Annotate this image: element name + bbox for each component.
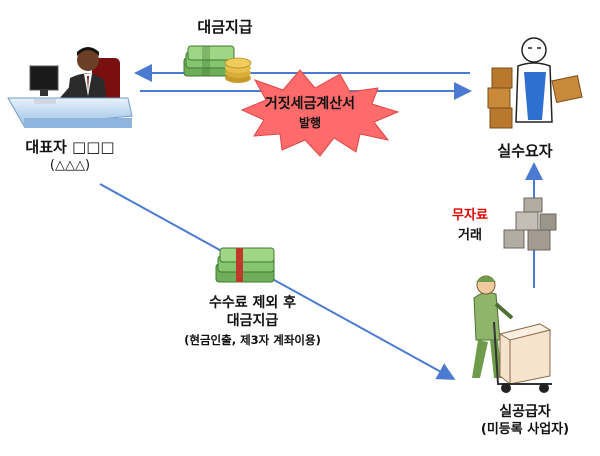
ceo-sub-label: (△△△) [49, 158, 91, 173]
no-material-label-1: 무자료 [452, 208, 488, 223]
box-pile-icon [503, 197, 557, 251]
payment-label-top: 대금지급 [197, 18, 253, 36]
fee-label-3: (현금인출, 제3자 계좌이용) [184, 333, 321, 347]
fee-label-1: 수수료 제외 후 [208, 295, 297, 311]
issued-label: 발행 [298, 116, 322, 130]
real-supplier-label: 실수요자 [497, 142, 553, 160]
worker-with-boxes-icon [487, 37, 583, 129]
money-stack-icon [215, 247, 275, 283]
businessman-at-desk-icon [7, 47, 133, 128]
money-stack-coins-icon [183, 45, 252, 83]
actual-supplier-label: 실공급자 [499, 404, 551, 420]
actual-supplier-sub-label: (미등록 사업자) [480, 422, 570, 437]
delivery-worker-cart-icon [472, 275, 552, 393]
arrow-ceo-to-actual-supplier [99, 183, 456, 380]
fee-label-2: 대금지급 [226, 313, 279, 329]
fake-invoice-label: 거짓세금계산서 [264, 96, 356, 112]
ceo-name-label: 대표자 □□□ [25, 138, 115, 156]
fake-invoice-burst [240, 69, 400, 157]
no-material-label-2: 거래 [458, 228, 482, 243]
